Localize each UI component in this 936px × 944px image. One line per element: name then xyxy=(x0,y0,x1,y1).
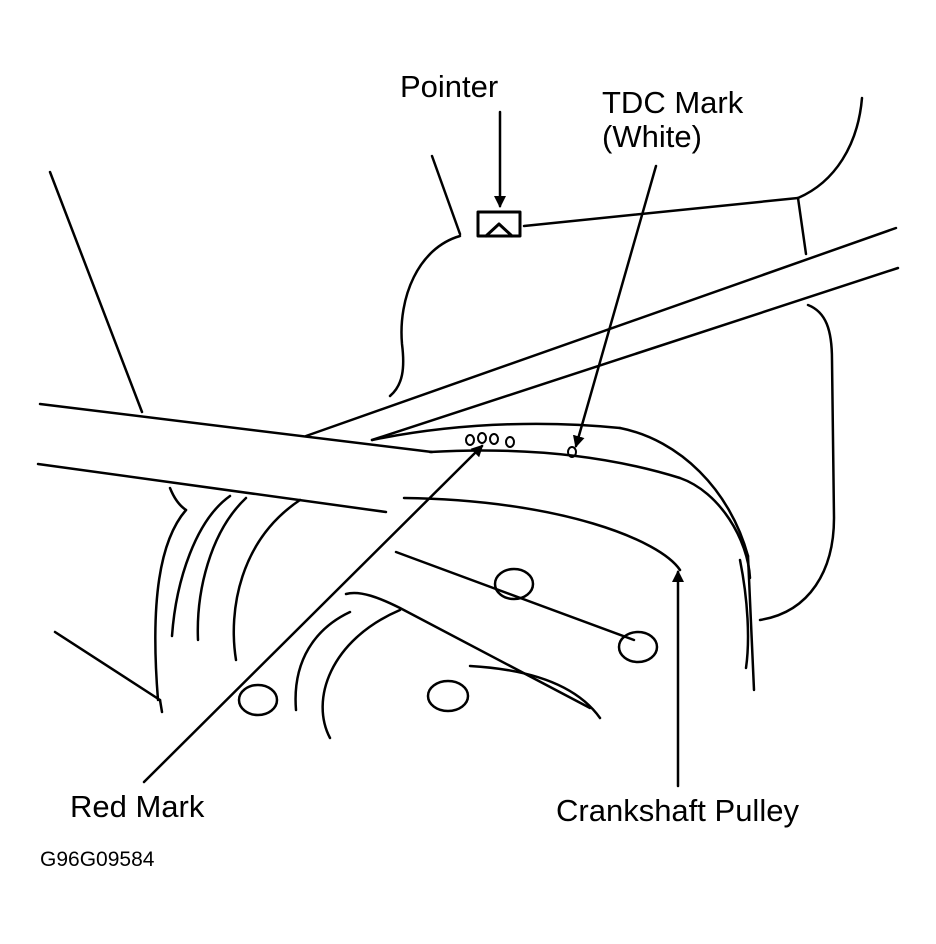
tdc-mark-label-line2: (White) xyxy=(602,119,702,154)
pointer-label: Pointer xyxy=(400,69,499,104)
timing-marks xyxy=(465,432,577,458)
upper-rod xyxy=(304,226,900,442)
tdc-mark-label: TDC Mark (White) xyxy=(602,86,743,154)
engine-block-outline xyxy=(48,154,462,702)
tdc-leader xyxy=(572,164,658,448)
red-mark-leader xyxy=(142,444,484,784)
pulley-face xyxy=(294,496,682,740)
left-bar xyxy=(36,402,434,514)
timing-pointer xyxy=(476,210,522,238)
pulley-rim xyxy=(154,422,756,714)
bolt-holes xyxy=(237,567,659,717)
crankshaft-pulley-label: Crankshaft Pulley xyxy=(556,793,799,828)
figure-code: G96G09584 xyxy=(40,848,155,871)
timing-cover-outline xyxy=(388,96,864,622)
leader-arrows xyxy=(142,110,684,788)
red-mark-label: Red Mark xyxy=(70,789,205,824)
tdc-mark-label-line1: TDC Mark xyxy=(602,85,744,120)
